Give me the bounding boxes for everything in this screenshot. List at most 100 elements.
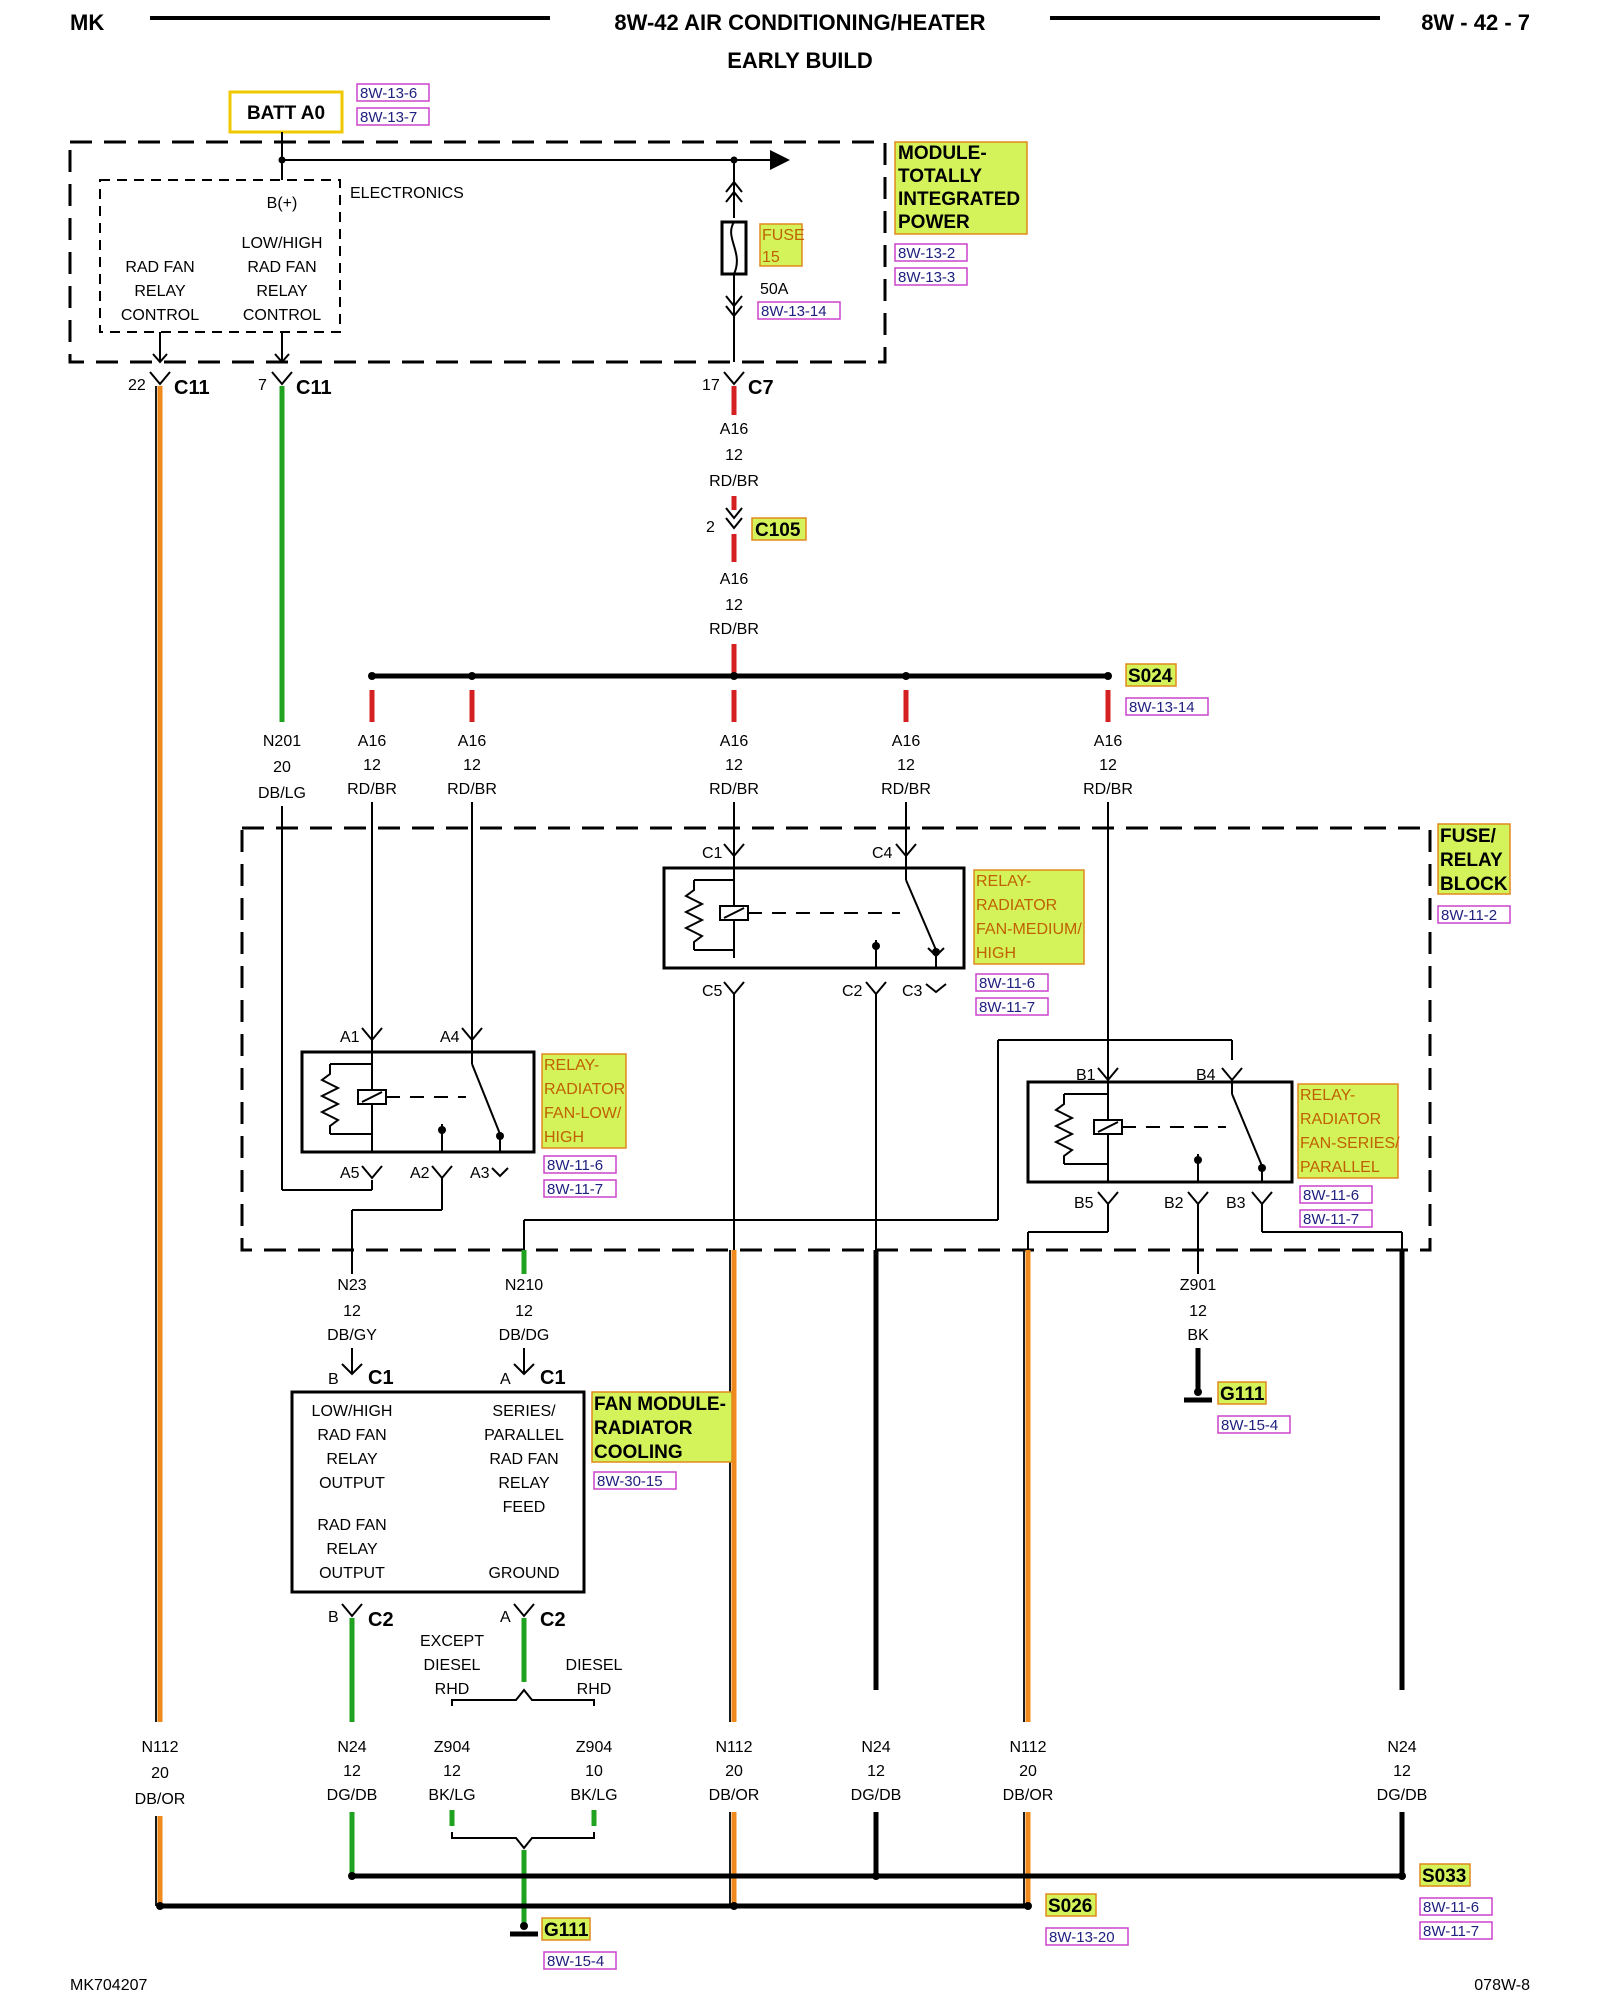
n201-gauge: 20: [273, 759, 291, 776]
tipm-ref-1[interactable]: 8W-13-2: [898, 245, 955, 262]
rl-ref-2[interactable]: 8W-11-7: [547, 1181, 603, 1198]
s024-ref[interactable]: 8W-13-14: [1129, 699, 1195, 716]
fm-ref[interactable]: 8W-30-15: [597, 1473, 663, 1490]
n24-left-gauge: 12: [343, 1763, 361, 1780]
fuse-label: FUSE: [762, 227, 805, 244]
z904a-gauge: 12: [443, 1763, 461, 1780]
c11-pin-22: 22: [128, 377, 146, 394]
fm-lowhigh-1: LOW/HIGH: [312, 1403, 393, 1420]
n112-right-gauge: 20: [1019, 1763, 1037, 1780]
a16-drop-2-color: RD/BR: [447, 781, 497, 798]
frb-name-1: FUSE/: [1440, 826, 1497, 847]
rl-ref-1[interactable]: 8W-11-6: [547, 1157, 603, 1174]
rs-pin-b4: B4: [1196, 1067, 1216, 1084]
lowhigh-control-3: RELAY: [256, 283, 308, 300]
c11-name-left: C11: [174, 377, 210, 399]
n24-mid-color: DG/DB: [851, 1787, 902, 1804]
lowhigh-control-1: LOW/HIGH: [242, 235, 323, 252]
rs-name-1: RELAY-: [1300, 1087, 1355, 1104]
except-diesel-3: RHD: [435, 1681, 470, 1698]
rm-ref-2[interactable]: 8W-11-7: [979, 999, 1035, 1016]
g111-lower-label: G111: [544, 1920, 589, 1941]
g111-upper-ref[interactable]: 8W-15-4: [1221, 1417, 1278, 1434]
rl-pin-a4: A4: [440, 1029, 460, 1046]
rm-pin-c4: C4: [872, 845, 893, 862]
a16-feed-2-gauge: 12: [725, 597, 743, 614]
s026-ref[interactable]: 8W-13-20: [1049, 1929, 1115, 1946]
s033-ref-1[interactable]: 8W-11-6: [1423, 1899, 1479, 1916]
a16-drop-1-color: RD/BR: [347, 781, 397, 798]
rm-name-1: RELAY-: [976, 873, 1031, 890]
tipm-electronics-block: [99, 179, 341, 333]
radfan-control-3: CONTROL: [121, 307, 199, 324]
g111-upper-label: G111: [1220, 1384, 1265, 1405]
n112-left-name: N112: [141, 1739, 178, 1756]
c11-name-right: C11: [296, 377, 332, 399]
z904b-gauge: 10: [585, 1763, 603, 1780]
s033-ref-2[interactable]: 8W-11-7: [1423, 1923, 1479, 1940]
n210-name: N210: [505, 1277, 543, 1294]
relay-low-high: [300, 1050, 536, 1154]
fan-c1b-name: C1: [368, 1367, 394, 1389]
n23-gauge: 12: [343, 1303, 361, 1320]
rs-pin-b2: B2: [1164, 1195, 1184, 1212]
fan-c2a-pin: A: [500, 1609, 511, 1626]
n112-left-color: DB/OR: [135, 1791, 186, 1808]
fm-series-4: RELAY: [498, 1475, 550, 1492]
z901-color: BK: [1187, 1327, 1209, 1344]
rm-ref-1[interactable]: 8W-11-6: [979, 975, 1035, 992]
a16-drop-5-gauge: 12: [1099, 757, 1117, 774]
z904b-name: Z904: [576, 1739, 613, 1756]
n24-left-name: N24: [337, 1739, 366, 1756]
z904b-color: BK/LG: [570, 1787, 617, 1804]
batt-ref-2[interactable]: 8W-13-7: [360, 109, 417, 126]
fan-c1b-pin: B: [328, 1371, 339, 1388]
fm-series-2: PARALLEL: [484, 1427, 564, 1444]
a16-drop-2-gauge: 12: [463, 757, 481, 774]
rl-pin-a3: A3: [470, 1165, 490, 1182]
lowhigh-control-2: RAD FAN: [247, 259, 316, 276]
page-subtitle: EARLY BUILD: [727, 48, 872, 73]
fan-c2a-name: C2: [540, 1609, 566, 1631]
tipm-name-3: INTEGRATED: [898, 189, 1020, 210]
fan-c2b-name: C2: [368, 1609, 394, 1631]
a16-feed-1-gauge: 12: [725, 447, 743, 464]
rs-ref-1[interactable]: 8W-11-6: [1303, 1187, 1359, 1204]
fm-radfan-2: RELAY: [326, 1541, 378, 1558]
rs-pin-b1: B1: [1076, 1067, 1096, 1084]
batt-ref-1[interactable]: 8W-13-6: [360, 85, 417, 102]
fm-name-3: COOLING: [594, 1442, 683, 1463]
rl-name-4: HIGH: [544, 1129, 584, 1146]
relay-series-parallel: [1026, 1080, 1294, 1184]
radfan-control-2: RELAY: [134, 283, 186, 300]
g111-lower-ref[interactable]: 8W-15-4: [547, 1953, 604, 1970]
a16-drop-3-gauge: 12: [725, 757, 743, 774]
fan-c1a-pin: A: [500, 1371, 511, 1388]
tipm-ref-2[interactable]: 8W-13-3: [898, 269, 955, 286]
except-diesel-1: EXCEPT: [420, 1633, 484, 1650]
header-left: MK: [70, 10, 104, 35]
fm-ground: GROUND: [488, 1565, 559, 1582]
a16-drop-5-color: RD/BR: [1083, 781, 1133, 798]
rs-pin-b5: B5: [1074, 1195, 1094, 1212]
fm-series-5: FEED: [503, 1499, 546, 1516]
n210-color: DB/DG: [499, 1327, 550, 1344]
rs-ref-2[interactable]: 8W-11-7: [1303, 1211, 1359, 1228]
a16-feed-2-color: RD/BR: [709, 621, 759, 638]
rl-pin-a1: A1: [340, 1029, 360, 1046]
fm-radfan-1: RAD FAN: [317, 1517, 386, 1534]
radfan-control-1: RAD FAN: [125, 259, 194, 276]
n24-right-name: N24: [1387, 1739, 1416, 1756]
fm-lowhigh-2: RAD FAN: [317, 1427, 386, 1444]
relay-medium-high: [662, 866, 966, 970]
n24-mid-name: N24: [861, 1739, 890, 1756]
a16-feed-2-name: A16: [720, 571, 749, 588]
except-diesel-2: DIESEL: [424, 1657, 481, 1674]
n23-color: DB/GY: [327, 1327, 377, 1344]
fan-module-box: [290, 1390, 586, 1594]
fm-lowhigh-4: OUTPUT: [319, 1475, 385, 1492]
c105-name: C105: [755, 520, 801, 541]
frb-ref[interactable]: 8W-11-2: [1441, 907, 1497, 924]
fuse-ref[interactable]: 8W-13-14: [761, 303, 827, 320]
a16-drop-5-name: A16: [1094, 733, 1123, 750]
